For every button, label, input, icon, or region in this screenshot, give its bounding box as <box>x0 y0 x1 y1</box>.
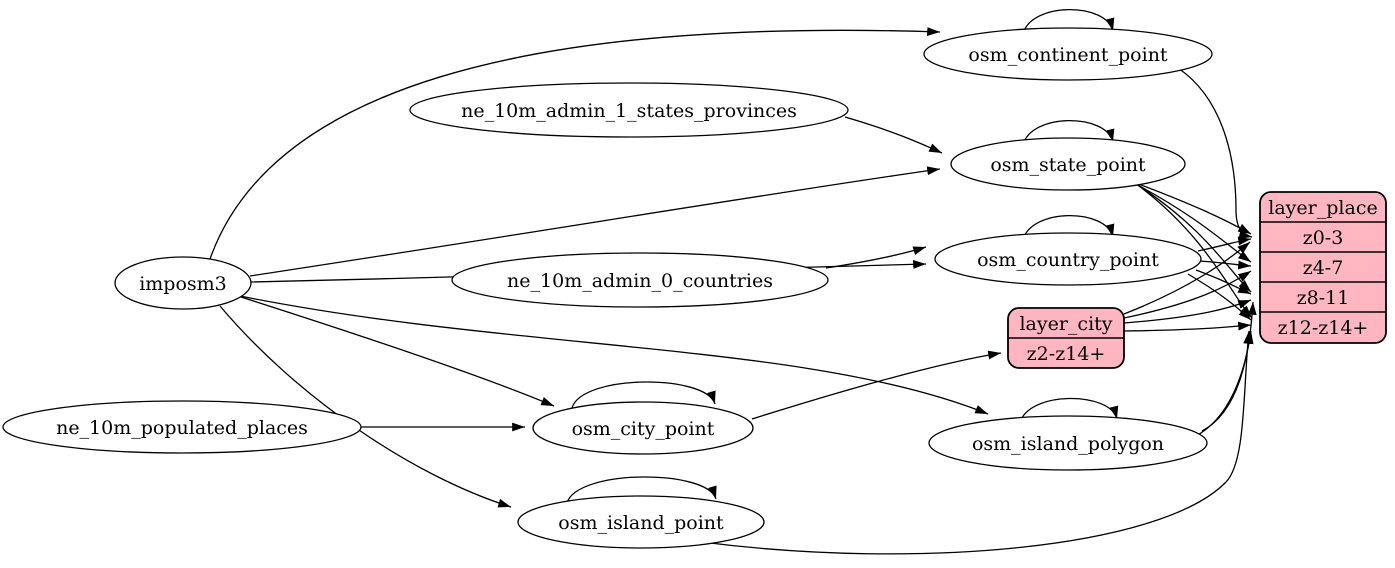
layer-place-shape <box>1259 191 1387 344</box>
node-ne-10m-admin-1-states-provinces: ne_10m_admin_1_states_provinces <box>409 82 849 138</box>
ne-10m-populated-places-label: ne_10m_populated_places <box>56 417 308 439</box>
edge-ne_10m_admin_0_countries-to-osm_country_point <box>825 246 927 269</box>
osm-island-point-shape <box>517 495 765 549</box>
edge-osm_state_point-to-layer_place-z8-11 <box>1135 183 1252 293</box>
edge-osm_island_point-self-loop <box>566 476 717 504</box>
layer-city-title: layer_city <box>1019 313 1112 335</box>
osm-state-point-label: osm_state_point <box>990 154 1146 176</box>
edge-osm_state_point-to-layer_place-z0-3 <box>1127 179 1252 235</box>
edge-imposm3-to-osm_island_polygon <box>239 295 989 415</box>
node-ne-10m-admin-0-countries: ne_10m_admin_0_countries <box>451 252 829 308</box>
node-osm-island-point: osm_island_point <box>517 495 765 549</box>
node-osm-country-point: osm_country_point <box>934 232 1202 286</box>
edge-osm_continent_point-self-loop <box>1022 8 1115 35</box>
node-osm-island-polygon: osm_island_polygon <box>928 415 1208 471</box>
edge-osm_country_point-to-layer_place-z4-7 <box>1199 260 1252 270</box>
node-imposm3: imposm3 <box>114 256 252 310</box>
edge-layer_city-to-layer_place-z8-11 <box>1123 299 1252 324</box>
osm-island-polygon-label: osm_island_polygon <box>972 433 1164 455</box>
osm-island-polygon-shape <box>928 415 1208 471</box>
edge-layer_city-to-layer_place-z12-z14 <box>1123 321 1252 332</box>
edge-osm_country_point-self-loop <box>1022 214 1115 241</box>
node-ne-10m-populated-places: ne_10m_populated_places <box>2 400 362 454</box>
edge-osm_country_point-to-layer_place-z8-11 <box>1195 269 1252 295</box>
edge-osm_city_point-self-loop <box>571 381 716 409</box>
edge-osm_city_point-to-layer_city-z2-z14 <box>751 350 1002 420</box>
ne-10m-admin-1-states-provinces-label: ne_10m_admin_1_states_provinces <box>461 100 797 122</box>
osm-city-point-shape <box>532 401 754 455</box>
node-osm-state-point: osm_state_point <box>950 137 1186 191</box>
edge-imposm3-to-osm_city_point <box>240 296 555 407</box>
node-layer-place: layer_place z0-3 z4-7 z8-11 z12-z14+ <box>1259 191 1387 344</box>
edge-osm_country_point-to-layer_place-z0-3 <box>1197 236 1252 252</box>
node-osm-continent-point: osm_continent_point <box>923 27 1213 81</box>
edge-osm_state_point-self-loop <box>1022 119 1115 146</box>
layer-place-row-z8-11: z8-11 <box>1297 287 1350 309</box>
layer-place-row-z0-3: z0-3 <box>1303 227 1344 249</box>
node-layer-city: layer_city z2-z14+ <box>1007 307 1125 369</box>
imposm3-label: imposm3 <box>139 273 227 295</box>
edge-osm_continent_point-to-layer_place-z0-3 <box>1177 67 1253 239</box>
layer-place-row-z4-7: z4-7 <box>1303 257 1344 279</box>
osm-city-point-label: osm_city_point <box>572 418 715 440</box>
osm-island-point-label: osm_island_point <box>558 512 724 534</box>
osm-continent-point-shape <box>923 27 1213 81</box>
osm-country-point-label: osm_country_point <box>977 249 1159 271</box>
osm-state-point-shape <box>950 137 1186 191</box>
node-osm-city-point: osm_city_point <box>532 401 754 455</box>
ne-10m-admin-1-states-provinces-shape <box>409 82 849 138</box>
osm-continent-point-label: osm_continent_point <box>968 44 1168 66</box>
layer-place-title: layer_place <box>1268 197 1377 219</box>
edge-osm_island_point-to-layer_place-z12-z14 <box>701 330 1253 555</box>
layer-city-row-z2-z14: z2-z14+ <box>1027 343 1106 365</box>
imposm3-shape <box>114 256 252 310</box>
edge-imposm3-to-osm_continent_point <box>209 27 941 260</box>
ne-10m-populated-places-shape <box>2 400 362 454</box>
edge-osm_island_polygon-self-loop <box>1019 397 1119 424</box>
edge-imposm3-to-osm_state_point <box>249 166 941 277</box>
edge-layer_city-to-layer_place-z4-7 <box>1123 270 1252 319</box>
edge-osm_state_point-to-layer_place-z4-7 <box>1131 181 1252 263</box>
edge-ne_10m_admin_1_states_provinces-to-osm_state_point <box>844 116 943 154</box>
edge-osm_island_polygon-to-layer_place-z12-z14 <box>1193 330 1254 438</box>
edge-layer_city-to-layer_place-z0-3 <box>1123 241 1251 315</box>
layer-place-row-z12-z14: z12-z14+ <box>1278 317 1369 339</box>
edge-osm_island_polygon-to-layer_place-z8-11 <box>1201 301 1257 432</box>
ne-10m-admin-0-countries-label: ne_10m_admin_0_countries <box>507 270 773 292</box>
osm-country-point-shape <box>934 232 1202 286</box>
ne-10m-admin-0-countries-shape <box>451 252 829 308</box>
